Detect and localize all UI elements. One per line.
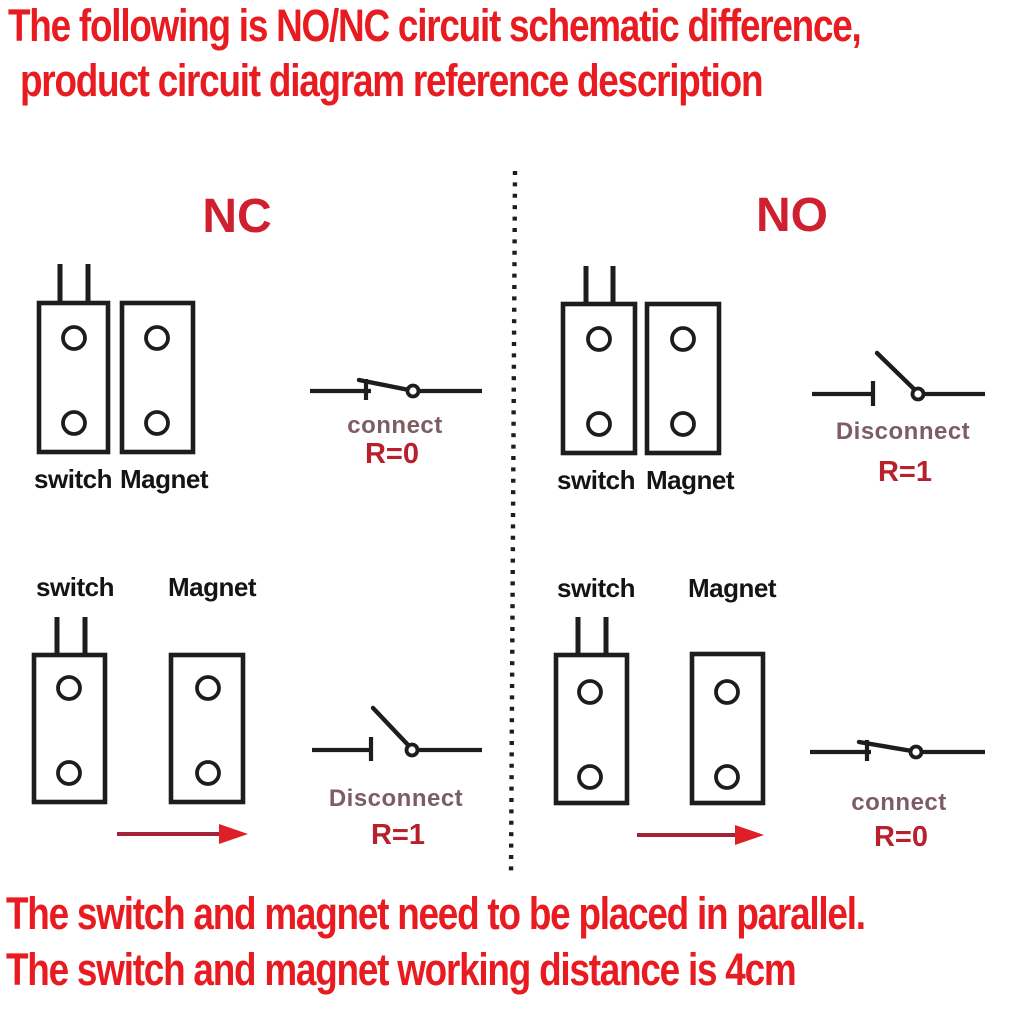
state-label: connect [851, 789, 947, 816]
magnet-motion-arrow-head-icon [219, 824, 248, 844]
screw-hole-icon [144, 410, 170, 436]
nc-apart-circuit-symbol-open [312, 705, 482, 761]
switch-label: switch [36, 572, 114, 602]
screw-hole-icon [586, 411, 612, 437]
screw-hole-icon [195, 760, 221, 786]
screw-hole-icon [714, 679, 740, 705]
magnet-label: Magnet [168, 572, 257, 602]
screw-hole-icon [577, 679, 603, 705]
screw-hole-icon [61, 410, 87, 436]
no-section-heading: NO [756, 189, 828, 242]
magnet-motion-arrow-head-icon [735, 825, 764, 845]
magnet-body-icon [689, 651, 766, 806]
pivot-terminal-icon [404, 742, 420, 758]
resistance-label: R=0 [364, 438, 420, 470]
switch-body-icon [36, 300, 111, 455]
no-together-circuit-symbol-open [812, 350, 985, 406]
switch-label: switch [557, 573, 635, 603]
pivot-terminal-icon [405, 383, 421, 399]
no-together-assembly [560, 266, 722, 456]
screw-hole-icon [586, 326, 612, 352]
magnet-body-icon [168, 652, 246, 805]
footer-line-1: The switch and magnet need to be placed … [6, 888, 866, 939]
state-label: Disconnect [835, 418, 971, 445]
switch-body-icon [560, 301, 638, 456]
state-label: connect [347, 412, 443, 439]
nc-together-circuit-symbol-closed [310, 377, 482, 400]
pivot-terminal-icon [910, 386, 926, 402]
nc-section-heading: NC [202, 190, 272, 243]
title: The following is NO/NC circuit schematic… [8, 0, 1017, 108]
footer-line-2: The switch and magnet working distance i… [6, 944, 797, 995]
resistance-label: R=0 [873, 821, 929, 853]
footer: The switch and magnet need to be placed … [6, 886, 1017, 997]
resistance-label: R=1 [370, 819, 426, 851]
switch-lever-closed-icon [356, 377, 412, 393]
screw-hole-icon [61, 325, 87, 351]
magnet-label: Magnet [120, 464, 209, 494]
switch-lever-open-icon [370, 705, 413, 750]
screw-hole-icon [56, 760, 82, 786]
screw-hole-icon [56, 675, 82, 701]
screw-hole-icon [144, 325, 170, 351]
switch-body-icon [553, 652, 630, 806]
nc-apart-assembly [31, 617, 248, 844]
screw-hole-icon [670, 411, 696, 437]
screw-hole-icon [670, 326, 696, 352]
title-line-1: The following is NO/NC circuit schematic… [8, 0, 862, 51]
section-divider-dotted-line [508, 170, 518, 878]
switch-lever-open-icon [874, 350, 919, 394]
magnet-body-icon [119, 300, 196, 455]
screw-hole-icon [714, 764, 740, 790]
screw-hole-icon [195, 675, 221, 701]
nc-together-assembly [36, 264, 196, 455]
state-label: Disconnect [328, 785, 464, 812]
pivot-terminal-icon [908, 744, 924, 760]
no-apart-assembly [553, 617, 766, 845]
magnet-label: Magnet [688, 573, 777, 603]
title-line-2: product circuit diagram reference descri… [20, 55, 764, 106]
switch-lever-closed-icon [856, 739, 915, 754]
magnet-label: Magnet [646, 465, 735, 495]
switch-body-icon [31, 652, 108, 805]
switch-label: switch [557, 465, 635, 495]
no-apart-circuit-symbol-closed [810, 739, 985, 761]
screw-hole-icon [577, 764, 603, 790]
magnet-body-icon [644, 301, 722, 456]
switch-label: switch [34, 464, 112, 494]
resistance-label: R=1 [877, 456, 933, 488]
